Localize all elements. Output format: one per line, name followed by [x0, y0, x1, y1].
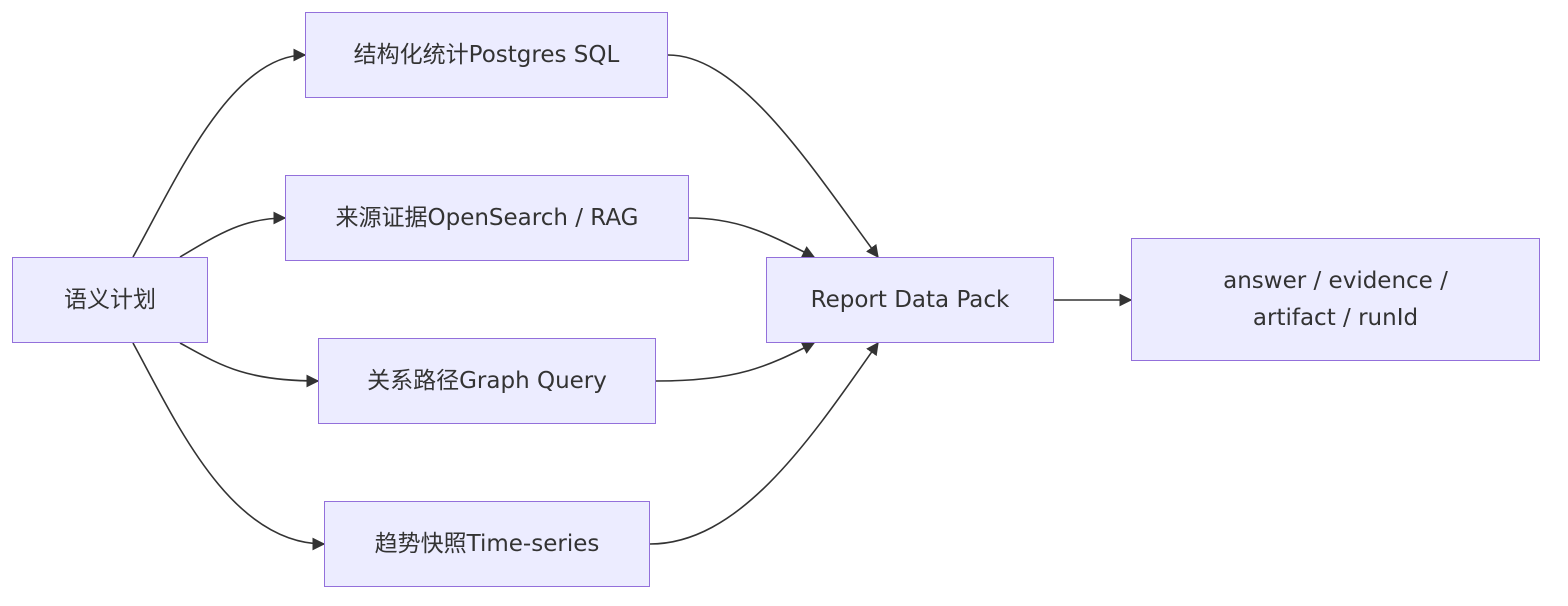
node-report-data-pack-label: Report Data Pack: [810, 286, 1010, 313]
edge-plan-to-graph: [179, 342, 320, 388]
edge-plan-to-search: [179, 211, 287, 258]
node-postgres-sql-label: 结构化统计Postgres SQL: [353, 41, 620, 68]
node-semantic-plan: 语义计划: [12, 257, 208, 343]
edge-sql-to-report: [667, 54, 879, 259]
node-semantic-plan-label: 语义计划: [64, 286, 156, 313]
node-output: answer / evidence / artifact / runId: [1131, 238, 1540, 361]
node-output-label-line1: answer / evidence /: [1223, 267, 1448, 294]
node-time-series-label: 趋势快照Time-series: [374, 530, 600, 557]
node-opensearch-rag: 来源证据OpenSearch / RAG: [285, 175, 689, 261]
edge-plan-to-sql: [132, 48, 307, 258]
node-opensearch-rag-label: 来源证据OpenSearch / RAG: [335, 204, 639, 231]
edge-timeseries-to-report: [649, 341, 879, 545]
node-graph-query-label: 关系路径Graph Query: [367, 367, 607, 394]
node-postgres-sql: 结构化统计Postgres SQL: [305, 12, 668, 98]
edge-search-to-report: [688, 217, 816, 258]
edge-graph-to-report: [655, 342, 816, 382]
node-output-label-line2: artifact / runId: [1252, 304, 1419, 331]
node-graph-query: 关系路径Graph Query: [318, 338, 656, 424]
node-time-series: 趋势快照Time-series: [324, 501, 650, 587]
node-report-data-pack: Report Data Pack: [766, 257, 1054, 343]
edge-plan-to-timeseries: [132, 342, 326, 551]
